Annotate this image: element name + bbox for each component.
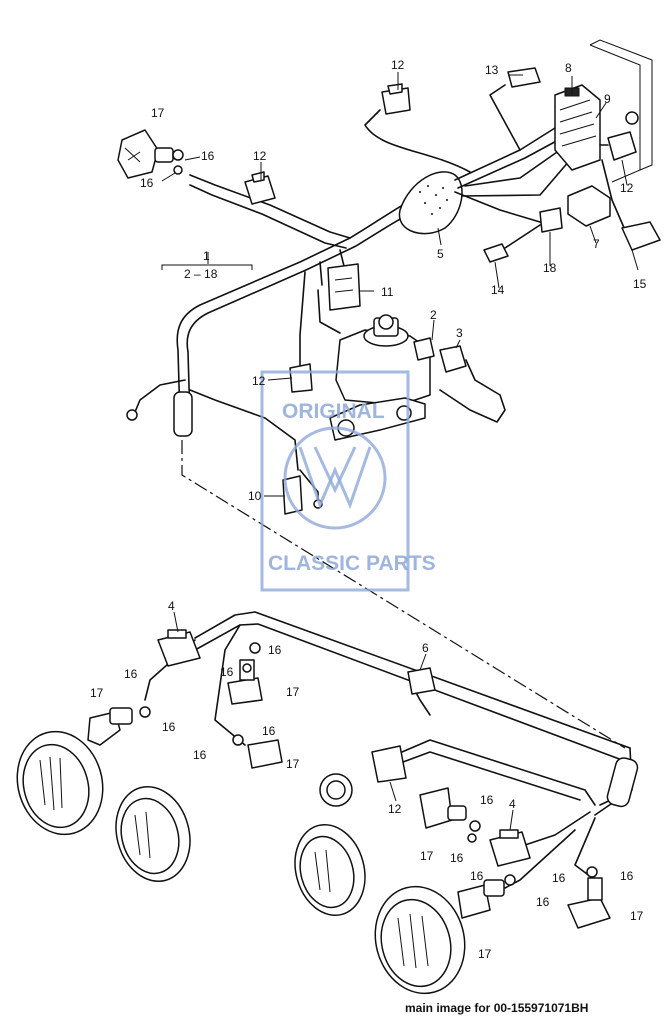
callout-leaders	[161, 72, 639, 831]
callout-17: 17	[90, 686, 104, 700]
callout-17: 17	[420, 849, 434, 863]
callout-10: 10	[248, 489, 262, 503]
callout-16: 16	[470, 869, 484, 883]
headlight-lens	[16, 730, 104, 836]
callout-4: 4	[168, 599, 175, 613]
callout-16: 16	[450, 851, 464, 865]
callout-8: 8	[565, 61, 572, 75]
callout-7: 7	[593, 237, 600, 251]
callout-3: 3	[456, 326, 463, 340]
callout-17: 17	[151, 106, 165, 120]
callout-16: 16	[220, 665, 234, 679]
callout-18: 18	[543, 261, 557, 275]
callout-12: 12	[620, 181, 634, 195]
headlight-harness-assembly	[16, 611, 639, 995]
vw-classic-parts-watermark: ORIGINAL CLASSIC PARTS	[260, 370, 436, 592]
callout-1: 1	[203, 249, 210, 263]
callout-16: 16	[536, 895, 550, 909]
callout-16: 16	[124, 667, 138, 681]
callout-2-18: 2 – 18	[184, 267, 218, 281]
callout-16: 16	[162, 720, 176, 734]
callout-11: 11	[381, 285, 394, 299]
image-caption: main image for 00-155971071BH	[405, 1001, 589, 1015]
callout-16: 16	[620, 869, 634, 883]
engine-harness-assembly	[117, 39, 661, 749]
callout-12: 12	[388, 802, 402, 816]
callout-9: 9	[604, 92, 611, 106]
callout-numbers: 1 2 – 18 17 16 16 12 12 13 8 9 12 5 7 18…	[90, 58, 647, 961]
callout-16: 16	[268, 643, 282, 657]
callout-6: 6	[422, 641, 429, 655]
headlight-lens	[374, 885, 466, 995]
callout-12: 12	[252, 374, 266, 388]
headlight-lens	[294, 823, 366, 917]
callout-5: 5	[437, 247, 444, 261]
grommet	[398, 171, 463, 235]
callout-16: 16	[480, 793, 494, 807]
callout-17: 17	[630, 909, 644, 923]
callout-16: 16	[201, 149, 215, 163]
headlight-lens	[115, 785, 191, 883]
watermark-top-text: ORIGINAL	[282, 400, 385, 423]
callout-12: 12	[253, 149, 267, 163]
bulb-socket-17	[117, 129, 184, 179]
callout-16: 16	[193, 748, 207, 762]
callout-16: 16	[140, 176, 154, 190]
callout-17: 17	[286, 757, 300, 771]
callout-4: 4	[509, 797, 516, 811]
callout-17: 17	[478, 947, 492, 961]
callout-15: 15	[633, 277, 647, 291]
watermark-bottom-text: CLASSIC PARTS	[268, 552, 436, 575]
callout-16: 16	[262, 724, 276, 738]
callout-17: 17	[286, 685, 300, 699]
callout-16: 16	[552, 871, 566, 885]
callout-12: 12	[391, 58, 405, 72]
callout-13: 13	[485, 63, 499, 77]
multi-pin-connector	[554, 84, 601, 171]
callout-14: 14	[491, 283, 505, 297]
callout-2: 2	[430, 308, 437, 322]
